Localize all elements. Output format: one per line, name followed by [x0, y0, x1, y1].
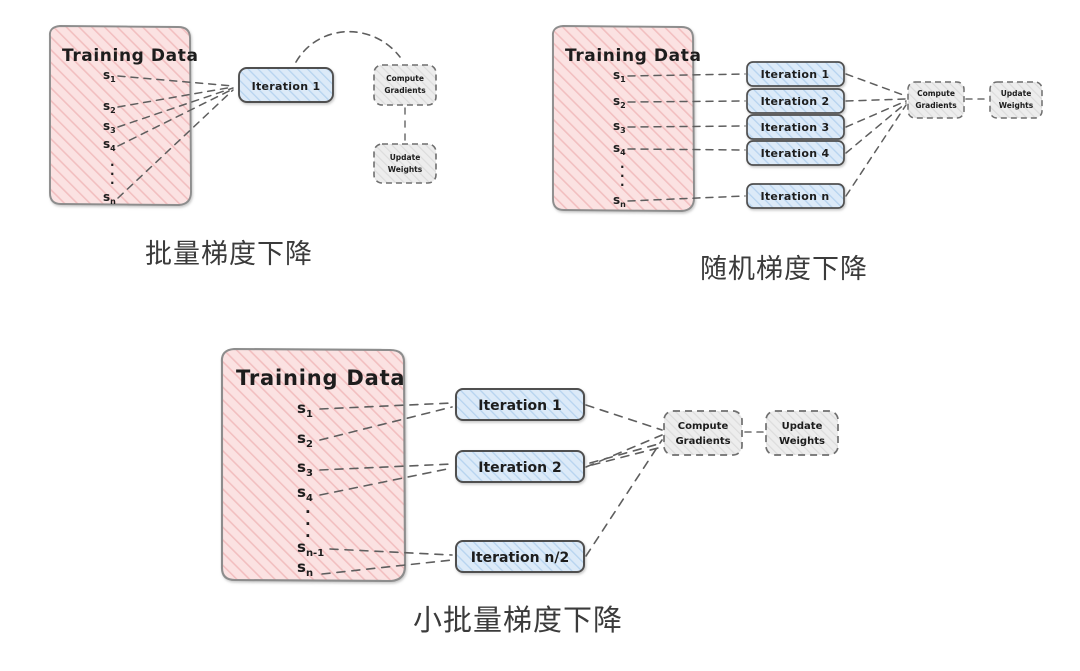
svg-text:.: .: [620, 166, 625, 180]
iteration-connectors-2: [845, 73, 907, 197]
update-weights-box-2: Update Weights: [989, 81, 1043, 119]
iteration-box-2-1: Iteration 1: [746, 61, 845, 87]
update-weights-box-1: Update Weights: [373, 143, 437, 184]
sample-list-2: s1 s2 s3 s4 . . . sn: [613, 68, 626, 209]
iteration-label-2-3: Iteration 3: [761, 121, 830, 134]
training-data-title-3: Training Data: [236, 366, 405, 390]
iteration-label-2-4: Iteration 4: [761, 147, 830, 160]
iteration-box-3-n2: Iteration n/2: [455, 540, 585, 573]
iteration-box-2-3: Iteration 3: [746, 114, 845, 140]
arc-iteration-to-compute-1: [295, 30, 401, 63]
compute-gradients-line2-2: Gradients: [915, 101, 957, 110]
update-weights-line1-1: Update: [390, 153, 421, 162]
iteration-box-2-2: Iteration 2: [746, 88, 845, 114]
svg-text:.: .: [620, 175, 625, 189]
svg-text:.: .: [110, 173, 115, 187]
panel-batch-gradient-descent: Training Data s1 s2 s3 s4 . . . sn: [48, 25, 437, 206]
update-weights-line2-2: Weights: [999, 101, 1034, 110]
caption-batch-gradient-descent: 批量梯度下降: [145, 239, 313, 269]
sample-connectors-1: [117, 75, 234, 199]
svg-text:.: .: [305, 511, 311, 529]
iteration-label-3-n2: Iteration n/2: [471, 550, 570, 566]
svg-text:.: .: [620, 157, 625, 171]
training-data-title-2: Training Data: [565, 46, 702, 66]
compute-gradients-box-3: Compute Gradients: [663, 410, 743, 456]
training-data-title-1: Training Data: [62, 46, 199, 66]
training-data-box-3: Training Data s1 s2 s3 s4 . . . sn-1 sn: [220, 347, 407, 583]
iteration-label-3-1: Iteration 1: [478, 398, 561, 414]
svg-text:.: .: [305, 499, 311, 517]
iteration-box-1-1: Iteration 1: [238, 67, 334, 103]
iteration-label-2-2: Iteration 2: [761, 95, 830, 108]
iteration-label-1-1: Iteration 1: [252, 80, 321, 93]
update-weights-line2-1: Weights: [388, 165, 423, 174]
compute-gradients-line1-1: Compute: [386, 74, 424, 83]
iteration-box-3-1: Iteration 1: [455, 388, 585, 421]
svg-text:.: .: [305, 523, 311, 541]
training-data-box-1: Training Data s1 s2 s3 s4 . . . sn: [48, 25, 199, 206]
svg-text:.: .: [110, 164, 115, 178]
compute-gradients-line1-3: Compute: [678, 421, 729, 432]
panel-stochastic-gradient-descent: Training Data s1 s2 s3 s4 . . . sn: [551, 25, 1043, 212]
compute-gradients-line2-1: Gradients: [384, 86, 426, 95]
iteration-connectors-3: [585, 404, 663, 557]
svg-text:.: .: [110, 155, 115, 169]
panel-mini-batch-gradient-descent: Training Data s1 s2 s3 s4 . . . sn-1 sn: [220, 347, 839, 583]
training-data-box-2: Training Data s1 s2 s3 s4 . . . sn: [551, 25, 702, 212]
update-weights-box-3: Update Weights: [765, 410, 839, 456]
update-weights-line2-3: Weights: [779, 436, 825, 447]
update-weights-line1-2: Update: [1001, 89, 1032, 98]
iteration-box-2-4: Iteration 4: [746, 140, 845, 166]
sample-connectors-2: [627, 73, 746, 202]
iteration-label-2-1: Iteration 1: [761, 68, 830, 81]
iteration-label-2-n: Iteration n: [760, 190, 829, 203]
compute-gradients-box-1: Compute Gradients: [373, 64, 437, 106]
iteration-box-2-n: Iteration n: [746, 183, 845, 209]
compute-gradients-line1-2: Compute: [917, 89, 955, 98]
sample-connectors-3: [319, 402, 453, 575]
compute-gradients-line2-3: Gradients: [675, 436, 730, 447]
caption-mini-batch-gradient-descent: 小批量梯度下降: [413, 605, 624, 637]
caption-stochastic-gradient-descent: 随机梯度下降: [700, 254, 868, 284]
iteration-label-3-2: Iteration 2: [478, 460, 561, 476]
iteration-box-3-2: Iteration 2: [455, 450, 585, 483]
update-weights-line1-3: Update: [782, 421, 823, 432]
compute-gradients-box-2: Compute Gradients: [907, 81, 965, 119]
